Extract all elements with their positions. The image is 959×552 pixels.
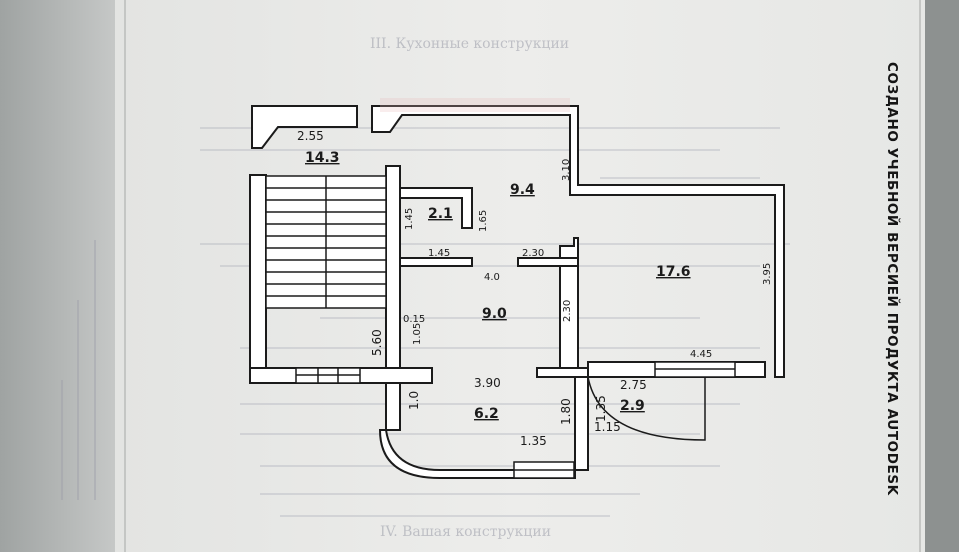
dim-1-0: 1.0 xyxy=(407,391,421,410)
left-page xyxy=(0,0,125,552)
room-area-17-6: 17.6 xyxy=(656,264,691,280)
autodesk-watermark: СОЗДАНО УЧЕБНОЙ ВЕРСИЕЙ ПРОДУКТА AUTODES… xyxy=(884,62,901,496)
room-area-2-9: 2.9 xyxy=(620,398,645,414)
room-area-9-0: 9.0 xyxy=(482,306,507,322)
room-area-9-4: 9.4 xyxy=(510,182,535,198)
dim-1-35-v: 1.35 xyxy=(594,395,608,422)
dim-2-75: 2.75 xyxy=(620,378,647,392)
ghost-heading-3: III. Кухонные конструкции xyxy=(370,36,569,52)
ghost-left-rotated xyxy=(61,240,96,500)
room-area-2-1: 2.1 xyxy=(428,206,453,222)
dim-1-35-h: 1.35 xyxy=(520,434,547,448)
dim-2-30-v: 2.30 xyxy=(562,300,573,322)
room-area-6-2: 6.2 xyxy=(474,406,499,422)
dim-4-0: 4.0 xyxy=(484,272,500,283)
dim-5-60: 5.60 xyxy=(370,329,384,356)
dim-1-15: 1.15 xyxy=(594,420,621,434)
dim-1-45-h: 1.45 xyxy=(428,248,450,259)
dim-3-10: 3.10 xyxy=(561,159,572,181)
dim-3-90: 3.90 xyxy=(474,376,501,390)
dim-1-80: 1.80 xyxy=(559,398,573,425)
door-swing xyxy=(587,376,706,441)
dim-1-65: 1.65 xyxy=(478,210,489,232)
dim-3-95: 3.95 xyxy=(762,263,773,285)
stairs xyxy=(265,175,387,309)
ghost-heading-4: IV. Вашая конструкции xyxy=(380,524,551,540)
dim-0-15: 0.15 xyxy=(403,314,425,325)
dim-2-30-h: 2.30 xyxy=(522,248,544,259)
dim-1-45-v: 1.45 xyxy=(404,208,415,230)
room-area-14-3: 14.3 xyxy=(305,150,340,166)
dim-1-05: 1.05 xyxy=(412,323,423,345)
windows xyxy=(295,361,736,479)
dim-4-45: 4.45 xyxy=(690,349,712,360)
dim-2-55: 2.55 xyxy=(297,129,324,143)
